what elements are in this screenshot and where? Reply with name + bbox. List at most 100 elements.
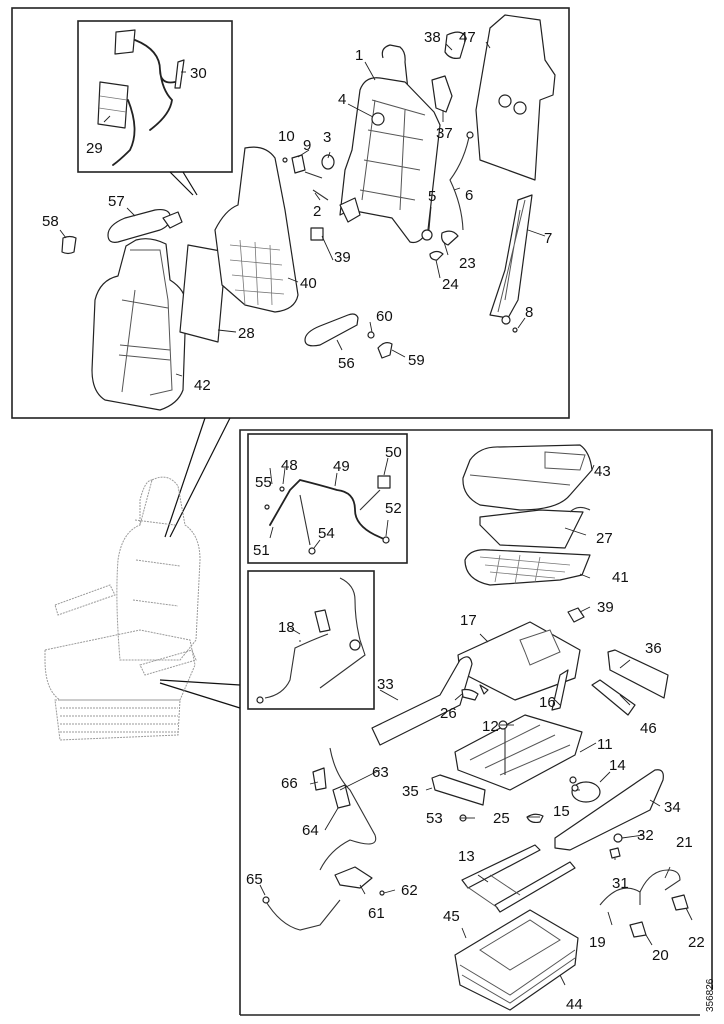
callout-43: 43 (594, 463, 611, 480)
base-pointer (159, 679, 241, 709)
wiring-inset-frame (247, 570, 375, 710)
armrest-cap (61, 235, 77, 255)
document-number: 356826 (705, 978, 716, 1012)
armrest-nut (367, 331, 375, 339)
armrest-bracket (377, 342, 393, 359)
callout-8: 8 (525, 304, 533, 321)
callout-44: 44 (566, 996, 583, 1013)
callout-42: 42 (194, 377, 211, 394)
callout-59: 59 (408, 352, 425, 369)
callout-65: 65 (246, 871, 263, 888)
seat-pan (457, 621, 581, 701)
airbag-inset-frame (77, 20, 233, 173)
trim-bracket (591, 679, 636, 716)
callout-21: 21 (676, 834, 693, 851)
seat-base (454, 909, 579, 1011)
heating-mat (479, 509, 584, 549)
headrest-guide (431, 75, 453, 113)
callout-66: 66 (281, 775, 298, 792)
callout-36: 36 (645, 640, 662, 657)
left-side-shield (371, 656, 473, 746)
guard-35 (431, 774, 486, 806)
right-armrest (304, 313, 359, 347)
callout-7: 7 (544, 230, 552, 247)
callout-28: 28 (238, 325, 255, 342)
callout-53: 53 (426, 810, 443, 827)
callout-49: 49 (333, 458, 350, 475)
seatbelt-strap (497, 199, 526, 313)
right-side-shield (554, 769, 664, 851)
callout-39b: 39 (597, 599, 614, 616)
callout-24: 24 (442, 276, 459, 293)
callout-1: 1 (355, 47, 363, 64)
callout-23: 23 (459, 255, 476, 272)
callout-13: 13 (458, 848, 475, 865)
cushion-and-base-group-frame (239, 429, 713, 1015)
callout-51: 51 (253, 542, 270, 559)
switch (310, 227, 324, 241)
callout-39a: 39 (334, 249, 351, 266)
callout-47: 47 (459, 29, 476, 46)
left-armrest (107, 208, 171, 243)
callout-58: 58 (42, 213, 59, 230)
lever-cables (262, 747, 385, 931)
callout-38: 38 (424, 29, 441, 46)
callout-2: 2 (313, 203, 321, 220)
trim-cap (429, 250, 444, 261)
wiring-loom (256, 577, 366, 704)
height-actuator (551, 669, 569, 711)
callout-10: 10 (278, 128, 295, 145)
callout-48: 48 (281, 457, 298, 474)
recliner-knob (321, 154, 335, 170)
screw (282, 157, 288, 163)
clip-26 (461, 688, 479, 701)
backrest-pointer (164, 417, 231, 538)
backrest-cover (91, 238, 187, 411)
backrest-frame (339, 44, 441, 244)
callout-17: 17 (460, 612, 477, 629)
belt-anchor (501, 315, 511, 325)
callout-61: 61 (368, 905, 385, 922)
callout-54: 54 (318, 525, 335, 542)
rear-panel (475, 14, 556, 181)
recliner-cover (441, 230, 459, 246)
callout-3: 3 (323, 129, 331, 146)
switch-32 (613, 833, 623, 843)
callout-4: 4 (338, 91, 346, 108)
callout-55: 55 (255, 474, 272, 491)
seat-harness (264, 475, 391, 555)
callout-14: 14 (609, 757, 626, 774)
headrest (444, 31, 467, 59)
callout-27: 27 (596, 530, 613, 547)
callout-40: 40 (300, 275, 317, 292)
callout-5: 5 (428, 188, 436, 205)
callout-22: 22 (688, 934, 705, 951)
airbag-module (97, 29, 185, 166)
pin (312, 189, 329, 201)
callout-56: 56 (338, 355, 355, 372)
callout-11: 11 (597, 736, 613, 753)
bolt (421, 229, 433, 241)
callout-26: 26 (440, 705, 457, 722)
callout-16: 16 (539, 694, 556, 711)
frame-bushing (371, 112, 385, 126)
harness-inset-frame (247, 433, 408, 564)
leader-lines (59, 41, 693, 986)
switch-31 (609, 847, 621, 859)
callout-25: 25 (493, 810, 510, 827)
seat-frame (454, 714, 583, 791)
callout-32: 32 (637, 827, 654, 844)
clip-25 (526, 813, 544, 824)
callout-30: 30 (190, 65, 207, 82)
callout-6: 6 (465, 187, 473, 204)
side-trim (607, 649, 669, 699)
callout-19: 19 (589, 934, 606, 951)
callout-35: 35 (402, 783, 419, 800)
belt-bolt (512, 327, 518, 333)
recliner-motor (291, 154, 306, 174)
armrest-hinge (162, 211, 183, 229)
callout-37: 37 (436, 125, 453, 142)
callout-34: 34 (664, 799, 681, 816)
cable-drum (571, 781, 601, 803)
